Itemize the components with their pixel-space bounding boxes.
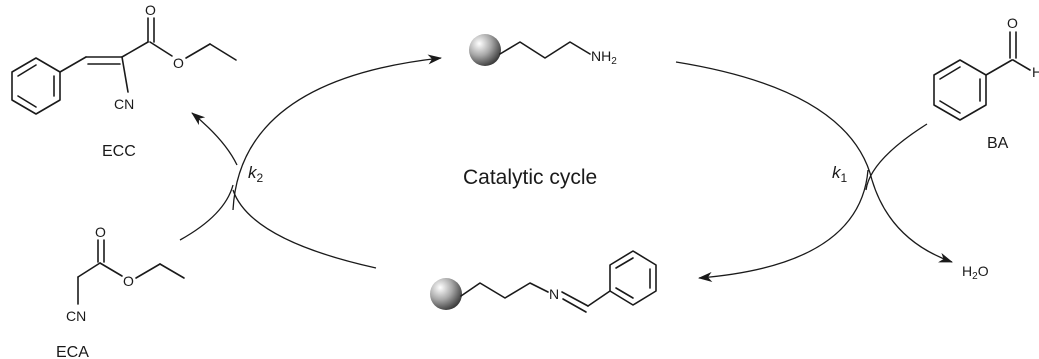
amine-group: NH2 xyxy=(591,48,617,67)
arc-top-left xyxy=(232,54,442,211)
silica-sphere xyxy=(469,34,501,66)
silica-sphere-imine xyxy=(430,278,462,310)
ecc-ester-o: O xyxy=(173,55,184,71)
eca-cn: CN xyxy=(66,308,86,324)
propyl-chain-imine xyxy=(460,282,549,299)
ba-benzene-ring xyxy=(933,59,987,121)
ba-label: BA xyxy=(987,135,1009,152)
molecule-ecc: O O CN ECC xyxy=(11,2,237,160)
arc-bottom-left xyxy=(232,189,377,269)
arc-from-eca xyxy=(179,184,234,241)
eca-label: ECA xyxy=(56,344,89,359)
arc-to-imine xyxy=(698,169,869,282)
ba-aldehyde-h: H xyxy=(1032,64,1039,80)
imine-n: N xyxy=(549,286,559,302)
ba-carbonyl-o: O xyxy=(1007,15,1018,31)
ecc-benzene-ring xyxy=(11,57,61,115)
arc-from-ba xyxy=(865,123,928,191)
imine-benzene-ring xyxy=(609,250,657,306)
rate-constant-k2: k2 xyxy=(248,163,264,185)
water-label: H2O xyxy=(962,263,989,282)
ecc-label: ECC xyxy=(102,143,136,160)
propyl-chain xyxy=(499,41,591,59)
amine-catalyst: NH2 xyxy=(469,34,617,67)
molecule-eca: O O CN ECA xyxy=(56,224,185,359)
cycle-arrows xyxy=(179,54,953,282)
catalytic-cycle-label: Catalytic cycle xyxy=(463,166,597,189)
rate-constant-k1: k1 xyxy=(832,163,848,185)
ecc-cn: CN xyxy=(114,96,134,112)
ecc-carbonyl-o: O xyxy=(145,2,156,18)
imine-intermediate: N xyxy=(430,250,657,313)
arc-top-right xyxy=(675,61,953,263)
arc-to-ecc xyxy=(191,112,238,166)
molecule-ba: O H BA xyxy=(933,15,1039,152)
eca-ester-o: O xyxy=(123,273,134,289)
eca-carbonyl-o: O xyxy=(95,224,106,240)
